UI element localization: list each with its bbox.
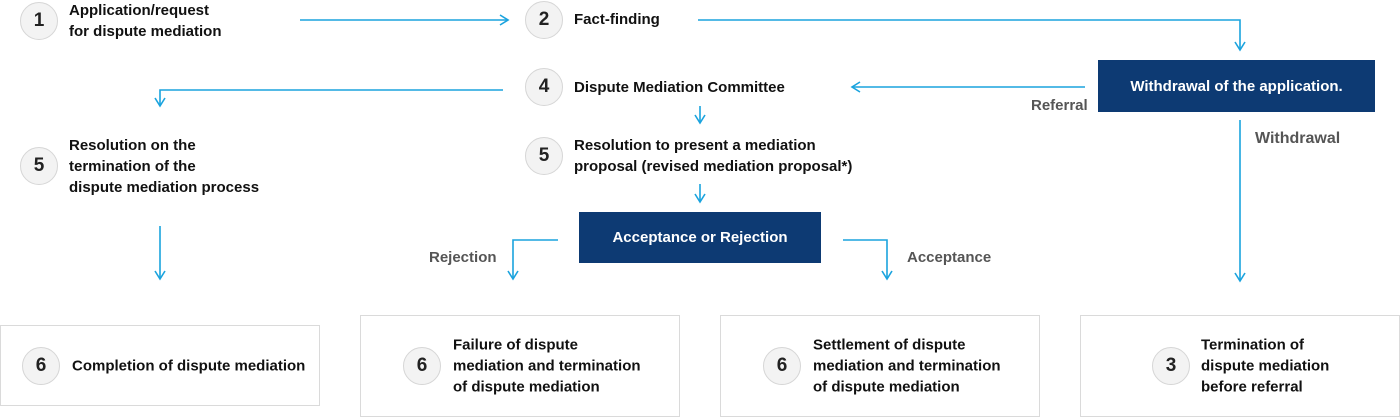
outcome-settlement-box: 6 Settlement of dispute mediation and te… bbox=[720, 315, 1040, 417]
arrow-2-to-withdrawal bbox=[698, 19, 1246, 52]
withdrawal-application-box: Withdrawal of the application. bbox=[1098, 60, 1375, 112]
arrow-4-to-5a bbox=[154, 89, 503, 108]
arrow-rejection bbox=[507, 239, 558, 281]
outcome-settlement-label: Settlement of dispute mediation and term… bbox=[813, 336, 1001, 396]
step-1-label: Application/request for dispute mediatio… bbox=[69, 2, 222, 40]
outcome-termination-box: 3 Termination of dispute mediation befor… bbox=[1080, 315, 1400, 417]
outcome-termination-label: Termination of dispute mediation before … bbox=[1201, 336, 1330, 396]
step-5-termination-label: Resolution on the termination of the dis… bbox=[69, 137, 260, 196]
acceptance-rejection-box: Acceptance or Rejection bbox=[579, 212, 821, 263]
step-4-label: Dispute Mediation Committee bbox=[574, 79, 785, 96]
acceptance-label: Acceptance bbox=[907, 249, 992, 266]
outcome-failure-label: Failure of dispute mediation and termina… bbox=[453, 336, 641, 396]
step-4-number: 4 bbox=[525, 68, 563, 106]
withdrawal-label: Withdrawal bbox=[1255, 130, 1341, 147]
step-5-proposal-number: 5 bbox=[525, 137, 563, 175]
outcome-failure-box: 6 Failure of dispute mediation and termi… bbox=[360, 315, 680, 417]
step-2-label: Fact-finding bbox=[574, 11, 660, 28]
rejection-label: Rejection bbox=[429, 249, 497, 266]
outcome-completion-number: 6 bbox=[22, 346, 60, 385]
outcome-failure-number: 6 bbox=[403, 347, 441, 385]
arrow-acceptance bbox=[843, 239, 893, 281]
step-5-proposal-label: Resolution to present a mediation propos… bbox=[574, 137, 853, 175]
step-5-termination-number: 5 bbox=[20, 147, 58, 185]
outcome-settlement-number: 6 bbox=[763, 347, 801, 385]
outcome-completion-label: Completion of dispute mediation bbox=[72, 357, 306, 374]
outcome-termination-number: 3 bbox=[1152, 347, 1190, 385]
outcome-completion-box: 6 Completion of dispute mediation bbox=[0, 325, 320, 406]
step-1-number: 1 bbox=[20, 2, 58, 40]
step-2-number: 2 bbox=[525, 1, 563, 39]
referral-label: Referral bbox=[1031, 97, 1088, 114]
